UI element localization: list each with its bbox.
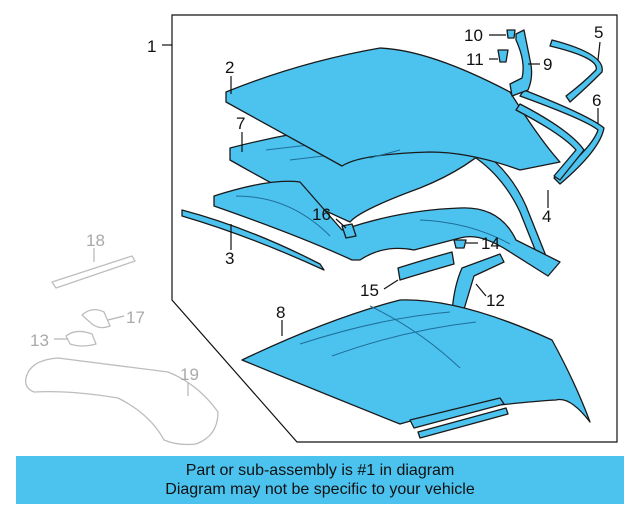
callout-6: 6 <box>592 91 601 110</box>
part-2-roof-panel <box>225 47 561 171</box>
callout-11: 11 <box>466 50 484 69</box>
part-8-rear-strip-lower <box>417 407 509 439</box>
callout-15: 15 <box>360 281 379 300</box>
part-8-cover <box>241 299 591 425</box>
part-3-weatherstrip <box>181 209 325 271</box>
part-6-molding <box>519 89 605 185</box>
callout-16: 16 <box>312 205 331 224</box>
part-9-bracket <box>509 29 533 97</box>
callout-1: 1 <box>147 37 156 56</box>
part-19-cover <box>25 357 219 446</box>
assembly-border <box>171 14 618 443</box>
callout-18: 18 <box>86 231 105 250</box>
part-12-hinge <box>451 253 505 317</box>
part-17-bracket <box>81 308 111 329</box>
part-14-clip <box>453 239 467 249</box>
callout-5: 5 <box>594 23 603 42</box>
banner-line-1: Part or sub-assembly is #1 in diagram <box>185 462 455 479</box>
faded-parts-group <box>25 255 219 446</box>
part-10-screw <box>506 29 516 39</box>
banner-line-2: Diagram may not be specific to your vehi… <box>165 481 475 498</box>
callout-12: 12 <box>486 291 505 310</box>
part-5-molding <box>549 39 603 103</box>
part-11-clip <box>497 49 509 63</box>
callout-2: 2 <box>225 58 234 77</box>
part-8-rear-strip <box>409 397 505 429</box>
part-13-clip <box>65 330 97 347</box>
part-4-upper-strip <box>515 103 585 181</box>
callout-19: 19 <box>180 365 199 384</box>
part-frame-assembly <box>213 180 561 277</box>
callout-17: 17 <box>126 308 145 327</box>
callout-13: 13 <box>30 331 49 350</box>
part-15-bracket <box>397 251 455 281</box>
callout-7: 7 <box>236 114 245 133</box>
callout-8: 8 <box>276 303 285 322</box>
callout-14: 14 <box>481 234 500 253</box>
callout-9: 9 <box>543 55 552 74</box>
callout-3: 3 <box>225 249 234 268</box>
callout-4: 4 <box>542 207 551 226</box>
info-banner: Part or sub-assembly is #1 in diagram Di… <box>16 456 624 504</box>
part-18-strip <box>51 255 136 289</box>
callout-10: 10 <box>464 26 483 45</box>
